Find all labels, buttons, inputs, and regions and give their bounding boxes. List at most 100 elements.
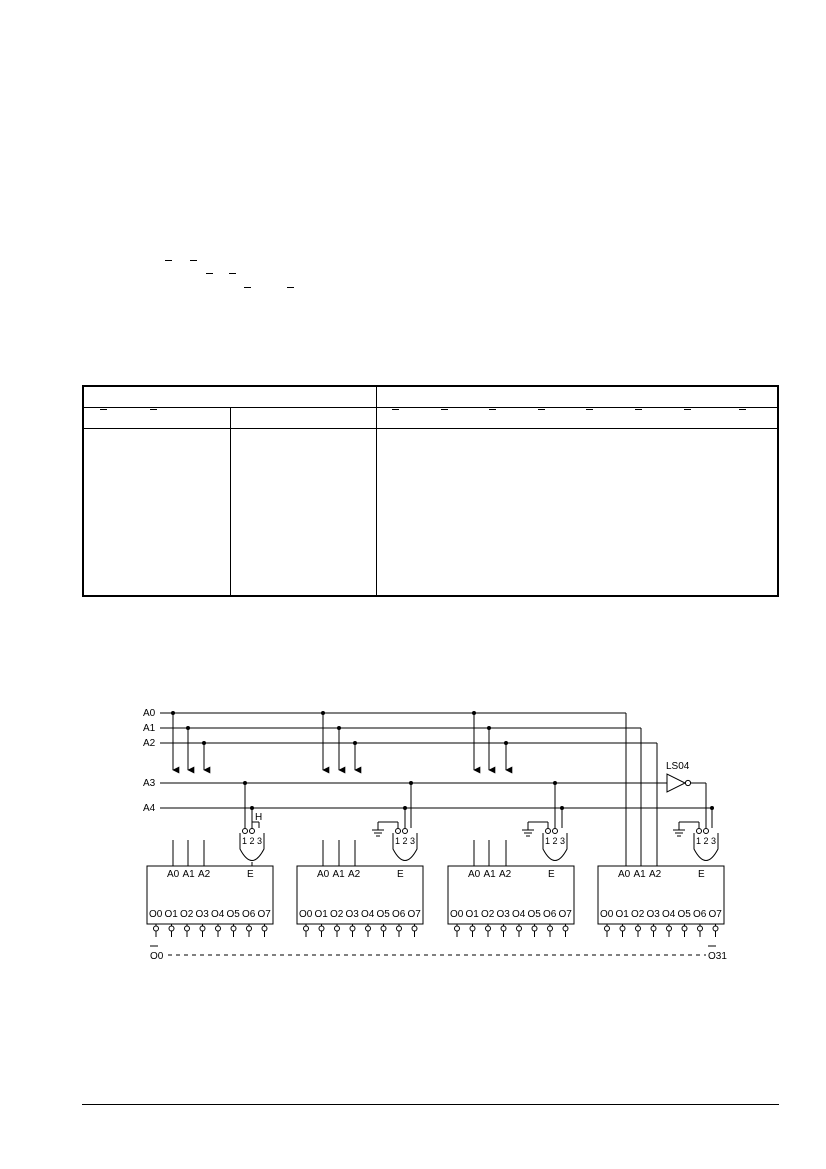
enable-label: E [247,869,254,880]
decoder-output-label: O7 [408,909,422,920]
decoder-output-label: O1 [466,909,480,920]
decoder-input-label: A0 [468,869,481,880]
output-bubble [712,925,719,932]
output-bubble [246,925,252,932]
decoder-input-label: A1 [183,869,196,880]
decoder-output-label: O4 [512,909,526,920]
overbar-mark [287,287,294,288]
input-label-a0: A0 [143,708,156,719]
overbar-mark [229,273,236,274]
decoder-output-label: O2 [180,909,194,920]
decoder-output-label: O2 [481,909,495,920]
output-bubble [681,925,688,932]
decoder-output-label: O2 [330,909,344,920]
decoder-output-label: O0 [450,909,464,920]
output-bubble [303,925,309,932]
decoder-output-label: O7 [559,909,573,920]
output-bubble [485,925,491,932]
overbar-mark [489,409,496,410]
output-bubble [454,925,460,932]
output-bubble [531,925,538,932]
decoder-output-label: O3 [346,909,360,920]
decoder-output-label: O0 [600,909,614,920]
truth-table [82,385,779,597]
decoder-output-label: O6 [543,909,557,920]
decoder-output-label: O1 [165,909,179,920]
decoder-output-label: O0 [299,909,313,920]
decoder-output-label: O1 [315,909,329,920]
pull-up-label: H [255,812,262,823]
decoder-input-label: A0 [618,869,631,880]
output-bubble [184,925,190,932]
output-bubble [349,925,356,932]
decoder-input-label: A1 [333,869,346,880]
decoder-output-label: O4 [361,909,375,920]
output-bubble [168,925,175,932]
input-label-a3: A3 [143,778,156,789]
table-rule [84,428,777,429]
output-bubble [500,925,507,932]
output-bubble [380,925,387,932]
decoder-output-label: O5 [377,909,391,920]
overbar-mark [100,409,107,410]
overbar-mark [739,409,746,410]
overbar-mark [165,260,172,261]
gate-pin-label: 1 2 3 [242,836,262,846]
overbar-mark [441,409,448,410]
footer-rule [82,1104,779,1105]
inverter-label: LS04 [666,761,690,772]
overbar-mark [244,287,251,288]
output-bubble [635,925,641,932]
output-bubble [547,925,553,932]
input-label-a4: A4 [143,803,156,814]
decoder-output-label: O5 [227,909,241,920]
output-bubble [666,925,672,932]
decoder-output-label: O5 [678,909,692,920]
output-bubble [396,925,402,932]
input-label-a2: A2 [143,738,156,749]
decoder-output-label: O3 [497,909,511,920]
decoder-output-label: O1 [616,909,630,920]
decoder-input-label: A0 [317,869,330,880]
overbar-mark [206,273,213,274]
decoder-output-label: O7 [709,909,723,920]
output-bubble [261,925,268,932]
output-bubble [516,925,522,932]
decoder-output-label: O6 [392,909,406,920]
output-bubble [153,925,159,932]
output-bubble [619,925,626,932]
output-bubble [365,925,371,932]
table-column-divider [230,407,231,595]
overbar-mark [150,409,157,410]
output-bubble [469,925,476,932]
decoder-output-label: O7 [258,909,272,920]
decoder-output-label: O6 [693,909,707,920]
enable-label: E [397,869,404,880]
output-bubble [650,925,657,932]
overbar-mark [190,260,197,261]
decoder-input-label: A2 [499,869,512,880]
enable-label: E [548,869,555,880]
input-label-a1: A1 [143,723,156,734]
overbar-mark [392,409,399,410]
output-bubble [562,925,569,932]
output-bubble [318,925,325,932]
output-bubble [199,925,206,932]
decoder-input-label: A0 [167,869,180,880]
decoder-input-label: A1 [484,869,497,880]
output-bubble [334,925,340,932]
decoder-output-label: O5 [528,909,542,920]
decoder-output-label: O6 [242,909,256,920]
system-output-first: O0 [150,951,164,962]
overbar-mark [684,409,691,410]
decoder-input-label: A2 [649,869,662,880]
decoder-input-label: A2 [348,869,361,880]
decoder-input-label: A2 [198,869,211,880]
decoder-output-label: O3 [647,909,661,920]
decoder-output-label: O2 [631,909,645,920]
gate-pin-label: 1 2 3 [545,836,565,846]
decoder-input-label: A1 [634,869,647,880]
overbar-mark [635,409,642,410]
gate-pin-label: 1 2 3 [696,836,716,846]
gate-pin-label: 1 2 3 [395,836,415,846]
